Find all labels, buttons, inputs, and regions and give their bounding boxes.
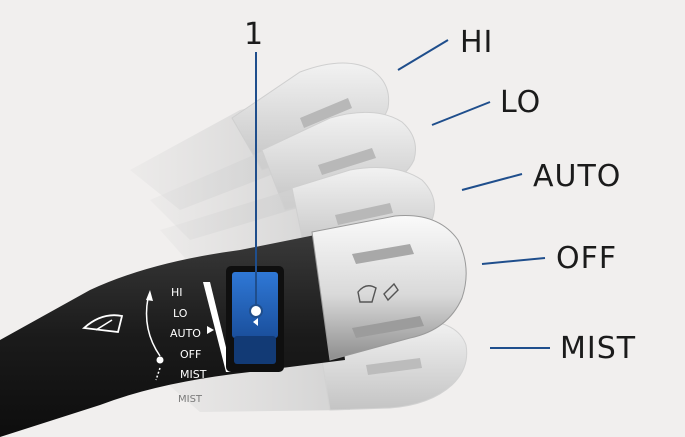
ghost-stalk-hi [130,62,390,210]
wiper-icon [81,314,124,333]
callout-mist: MIST [490,331,636,366]
stalk-label-auto: AUTO [170,327,201,340]
callout-auto: AUTO [461,159,621,194]
callout-1-leader [249,52,263,318]
stalk-label-off: OFF [180,348,201,361]
callout-number-1: 1 [244,17,264,52]
ghost-mist-label: MIST [178,394,203,405]
callout-lo: LO [431,85,541,126]
stalk-label-lo: LO [173,307,188,320]
triangle-right-icon [207,326,214,334]
washer-spray-icon [357,282,399,303]
position-scale: HI LO AUTO OFF MIST [145,282,232,381]
stalk-label-hi: HI [171,286,183,299]
callout-label-lo: LO [500,85,541,120]
callout-off: OFF [481,241,617,276]
stalk-label-mist: MIST [180,368,207,381]
callout-label-auto: AUTO [533,159,621,194]
callout-label-hi: HI [460,25,493,60]
callout-hi: HI [397,25,493,71]
callout-label-mist: MIST [560,331,636,366]
callout-label-off: OFF [556,241,617,276]
